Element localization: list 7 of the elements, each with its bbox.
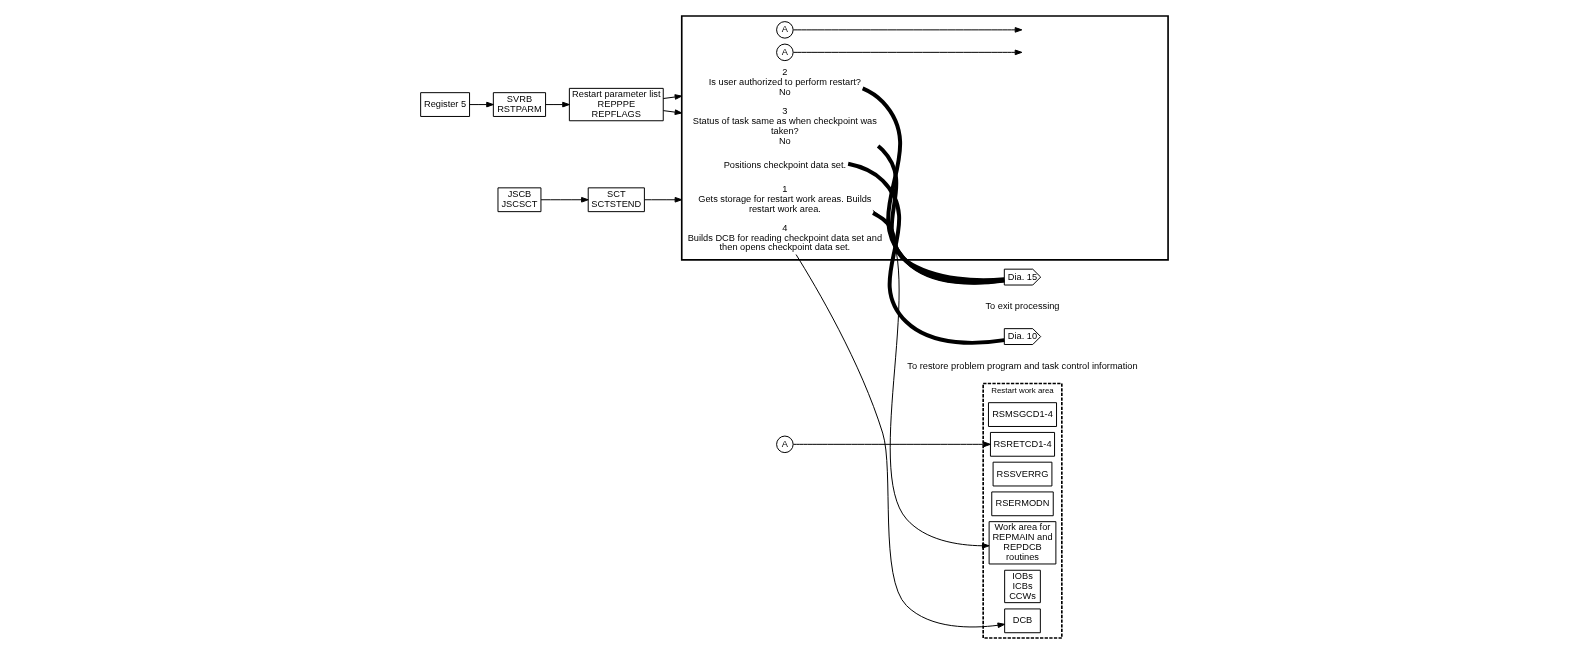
node-text: 3 Status of task same as when checkpoint was taken? No <box>692 105 877 146</box>
node-text: 2 Is user authorized to perform restart? No <box>708 67 861 98</box>
node-text: 4 Builds DCB for reading checkpoint data set and then opens checkpoint data set. <box>687 222 883 253</box>
node-label: To exit processing <box>985 301 1060 312</box>
node-label: To restore problem program and task control information <box>907 360 1138 371</box>
node-text: Positions checkpoint data set. <box>723 159 847 170</box>
node-text: 1 Gets storage for restart work areas. Builds restart work area. <box>698 184 872 215</box>
